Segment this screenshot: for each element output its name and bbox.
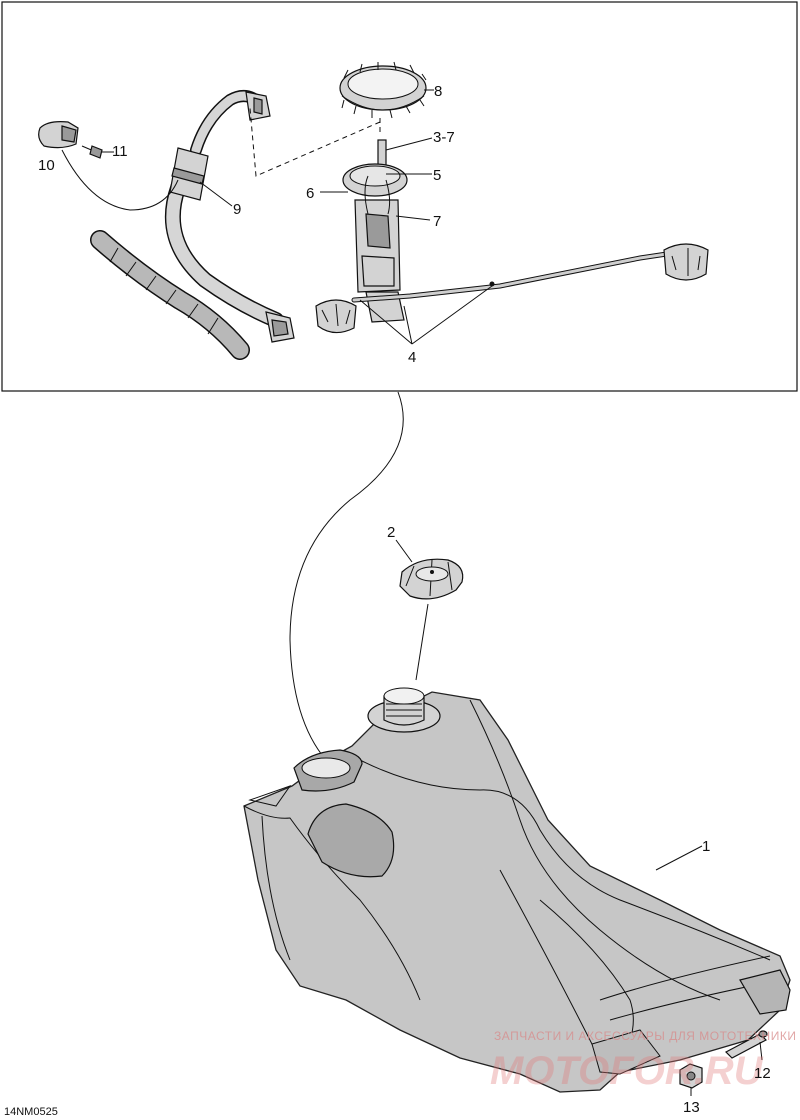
part-11-screw — [81, 145, 103, 159]
callout-8: 8 — [434, 83, 442, 100]
part-1-fuel-tank — [243, 687, 791, 1093]
callout-12: 12 — [754, 1065, 771, 1082]
callout-9: 9 — [233, 201, 241, 218]
leader-7 — [395, 215, 431, 221]
part-4-lines-and-floats — [315, 243, 709, 334]
part-8-locking-ring — [339, 61, 427, 119]
callout-1: 1 — [702, 838, 710, 855]
watermark-tagline: ЗАПЧАСТИ И АКСЕССУАРЫ ДЛЯ МОТОТЕХНИКИ — [494, 1029, 796, 1043]
leader-2 — [395, 539, 413, 563]
leader-9 — [199, 181, 233, 207]
leader-12 — [759, 1041, 763, 1061]
callout-4: 4 — [408, 349, 416, 366]
part-12-stud — [725, 1030, 768, 1059]
vent-tube — [90, 230, 250, 360]
leader-inset-to-tank — [289, 391, 404, 761]
axis-cap-to-neck — [415, 603, 429, 681]
callout-5: 5 — [433, 167, 441, 184]
leader-10 — [61, 149, 179, 211]
watermark-brand: MOTOFOR.RU — [490, 1049, 764, 1093]
leader-3-7 — [385, 137, 433, 151]
part-2-filler-cap — [399, 558, 464, 600]
leader-4 — [359, 285, 493, 345]
fuel-pump-module — [342, 139, 408, 323]
callout-2: 2 — [387, 524, 395, 541]
callout-13: 13 — [683, 1099, 700, 1116]
callout-7: 7 — [433, 213, 441, 230]
figure-code: 14NM0525 — [4, 1106, 58, 1118]
assembly-line-ring — [249, 107, 381, 177]
callout-3-7: 3-7 — [433, 129, 455, 146]
part-13-nut — [679, 1063, 703, 1089]
part-10-clamp — [38, 121, 79, 149]
callout-11: 11 — [112, 143, 128, 160]
callout-6: 6 — [306, 185, 314, 202]
part-9-fuel-hose — [164, 90, 295, 343]
callout-10: 10 — [38, 157, 55, 174]
leader-1 — [655, 845, 703, 871]
detail-inset-frame — [1, 1, 798, 392]
